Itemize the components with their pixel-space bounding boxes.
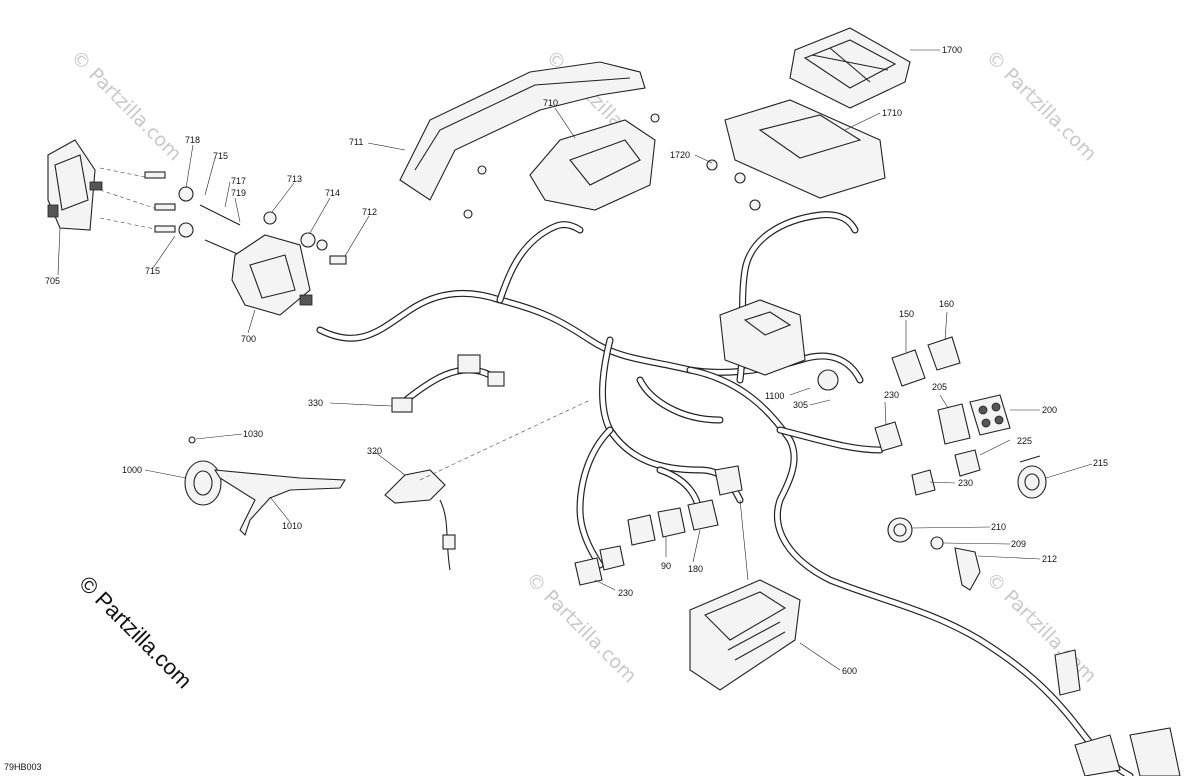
callout-label: 215	[1093, 458, 1108, 468]
nut-209	[930, 536, 944, 550]
switch-150	[891, 349, 926, 387]
sensor-harness-330	[391, 354, 505, 413]
switch-housing-700	[231, 234, 313, 316]
callout-label: 305	[793, 400, 808, 410]
callout-label: 180	[688, 564, 703, 574]
callout-label: 230	[618, 588, 633, 598]
power-socket-215	[1017, 455, 1047, 499]
callout-label: 711	[349, 137, 363, 147]
callout-label: 209	[1011, 539, 1026, 549]
switch-cluster-lower	[574, 465, 743, 586]
wiring-harness	[316, 211, 1134, 776]
watermark: © Partzilla.com	[66, 46, 185, 165]
callout-label: 1000	[122, 465, 142, 475]
callout-label: 210	[991, 522, 1006, 532]
watermark: © Partzilla.com	[981, 568, 1100, 687]
callout-label: 714	[325, 188, 340, 198]
watermark: © Partzilla.com	[521, 568, 640, 687]
watermark: © Partzilla.com	[981, 46, 1100, 165]
callout-label: 205	[932, 382, 947, 392]
callout-label: 715	[213, 151, 228, 161]
switch-plate-205	[937, 403, 971, 445]
fuse-box	[719, 299, 839, 391]
callout-label: 1710	[882, 108, 902, 118]
headlight-rail	[399, 61, 646, 201]
callout-label: 713	[287, 174, 302, 184]
drawing-id: 79HB003	[4, 762, 42, 772]
partzilla-credit: © Partzilla.com	[74, 571, 197, 694]
sensor-320	[384, 469, 456, 571]
callout-label: 1010	[282, 521, 302, 531]
callout-label: 230	[884, 390, 899, 400]
ecm-module	[789, 27, 911, 109]
callout-label: 719	[231, 188, 246, 198]
gauge-display-600	[689, 579, 801, 691]
ecm-bracket	[706, 99, 886, 211]
leader-lines	[57, 49, 1093, 671]
callout-label: 150	[899, 309, 914, 319]
callout-label: 700	[241, 334, 256, 344]
callout-label: 90	[661, 561, 671, 571]
callout-label: 1700	[942, 45, 962, 55]
horn	[184, 436, 222, 506]
switch-230-mid	[911, 469, 936, 496]
callout-label: 200	[1042, 405, 1057, 415]
callout-labels: 1700 1710 1720 710 711 718 715 717 719 7…	[45, 45, 1108, 676]
harness-end-connector	[1054, 649, 1181, 776]
usb-212	[954, 547, 981, 591]
horn-bracket	[213, 469, 346, 537]
callout-label: 320	[367, 446, 382, 456]
fasteners-718-719	[99, 167, 347, 265]
callout-label: 1720	[670, 150, 690, 160]
callout-label: 230	[958, 478, 973, 488]
callout-label: 712	[362, 207, 377, 217]
switch-230-upper	[874, 421, 903, 452]
callout-label: 225	[1017, 436, 1032, 446]
switch-block-200	[969, 394, 1011, 436]
left-switch-housing	[47, 139, 103, 231]
callout-label: 717	[231, 176, 246, 186]
callout-label: 330	[308, 398, 323, 408]
callout-label: 1100	[765, 391, 784, 401]
gauge-bracket	[463, 113, 660, 219]
socket-210	[887, 517, 913, 543]
callout-label: 718	[185, 135, 200, 145]
callout-label: 160	[939, 299, 954, 309]
switch-160	[927, 336, 961, 371]
callout-label: 600	[842, 666, 857, 676]
callout-label: 710	[543, 98, 558, 108]
callout-label: 1030	[243, 429, 263, 439]
switch-225	[954, 449, 981, 477]
callout-label: 705	[45, 276, 60, 286]
callout-label: 212	[1042, 554, 1057, 564]
callout-label: 715	[145, 266, 160, 276]
